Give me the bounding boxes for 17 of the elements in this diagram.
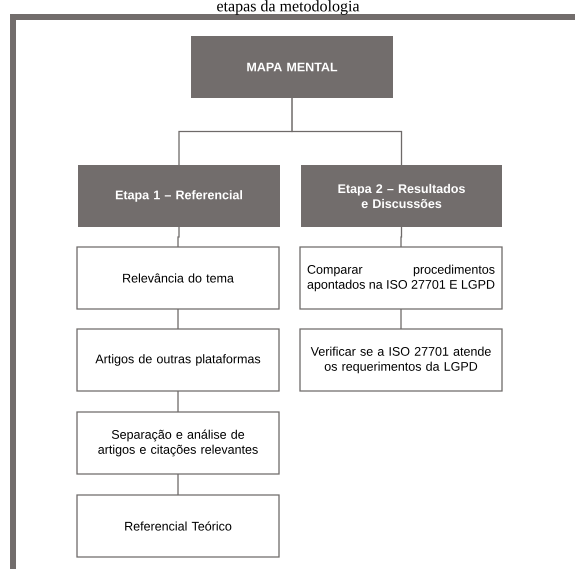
heading-box: Etapa 1 – Referencial bbox=[78, 165, 280, 227]
connector bbox=[291, 98, 402, 165]
connector bbox=[177, 474, 179, 495]
text-box: Separação e análise de artigos e citações relevantes bbox=[76, 411, 280, 475]
heading-box: MAPA MENTAL bbox=[191, 36, 393, 98]
connector bbox=[400, 227, 402, 247]
text-box: Relevância do tema bbox=[76, 246, 280, 310]
text-box: Verificar se a ISO 27701 atende os requerimentos da LGPD bbox=[299, 328, 503, 392]
connector bbox=[177, 227, 180, 247]
heading-box: Etapa 2 – Resultados e Discussões bbox=[301, 165, 502, 227]
connector bbox=[177, 309, 179, 329]
connector bbox=[177, 390, 179, 412]
text-box: Comparar procedimentos apontados na ISO 27701 E LGPD bbox=[299, 246, 503, 310]
title: etapas da metodologia bbox=[217, 0, 360, 15]
text-box: Artigos de outras plataformas bbox=[76, 328, 280, 392]
text-box: Referencial Teórico bbox=[76, 494, 280, 558]
connector bbox=[400, 309, 402, 329]
